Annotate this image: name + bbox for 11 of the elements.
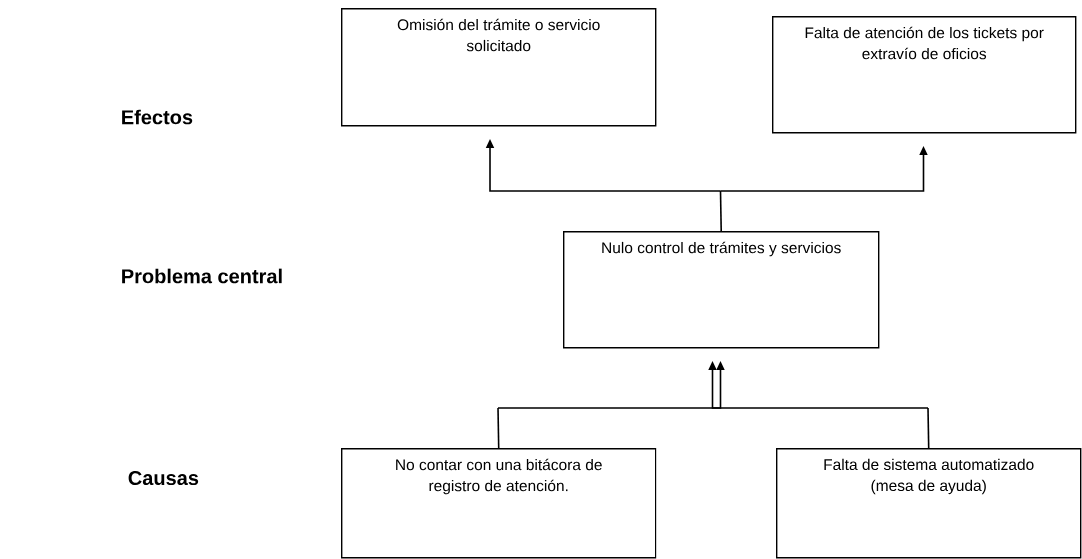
connector-line [497, 407, 500, 449]
row-label: Problema central [122, 268, 282, 284]
process-box: Nulo control de trámites y servicios [563, 231, 880, 349]
row-label: Causas [128, 470, 199, 486]
process-box: Omisión del trámite o servicio solicitado [341, 8, 657, 127]
process-box: No contar con una bitácora de registro de atención. [341, 448, 657, 559]
connector-line [927, 407, 930, 449]
process-box: Falta de atención de los tickets por extravío de oficios [772, 16, 1077, 134]
connector-line [719, 190, 722, 232]
process-box: Falta de sistema automatizado (mesa de ayuda) [776, 448, 1082, 559]
row-label: Efectos [122, 109, 193, 125]
